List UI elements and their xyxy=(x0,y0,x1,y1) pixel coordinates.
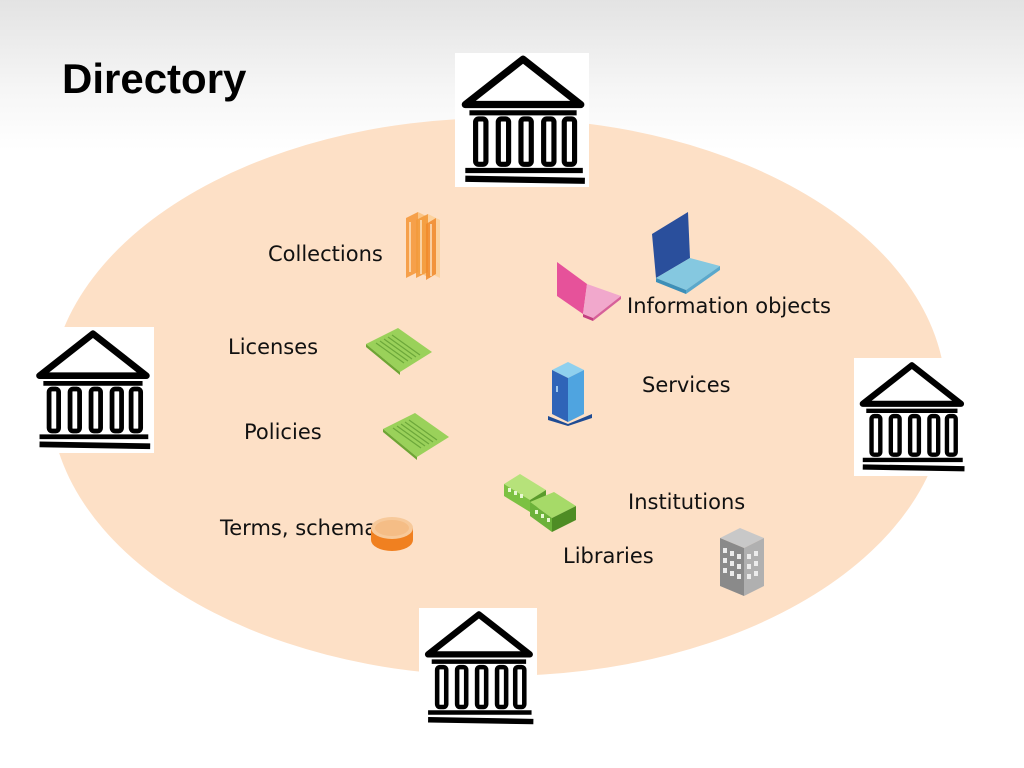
museum-icon xyxy=(419,608,537,728)
label-services: Services xyxy=(642,373,731,397)
label-collections: Collections xyxy=(268,242,383,266)
laptop-icon xyxy=(557,262,621,321)
label-licenses: Licenses xyxy=(228,335,319,359)
label-policies: Policies xyxy=(244,420,322,444)
label-institutions: Institutions xyxy=(628,490,746,514)
museum-icon xyxy=(854,358,968,476)
database-icon xyxy=(371,517,413,551)
museum-icon xyxy=(455,53,589,187)
office-building-icon xyxy=(720,528,764,596)
label-terms-schema: Terms, schema xyxy=(220,516,378,540)
museum-icon xyxy=(30,327,154,453)
label-information-objects: Information objects xyxy=(627,294,831,318)
server-icon xyxy=(548,362,592,426)
page-title: Directory xyxy=(62,55,247,102)
directory-ellipse xyxy=(50,118,946,676)
books-icon xyxy=(406,212,440,280)
laptop-icon xyxy=(652,212,720,294)
document-icon xyxy=(366,328,432,375)
label-libraries: Libraries xyxy=(563,544,654,568)
library-building-icon xyxy=(504,474,576,532)
document-icon xyxy=(383,413,449,460)
